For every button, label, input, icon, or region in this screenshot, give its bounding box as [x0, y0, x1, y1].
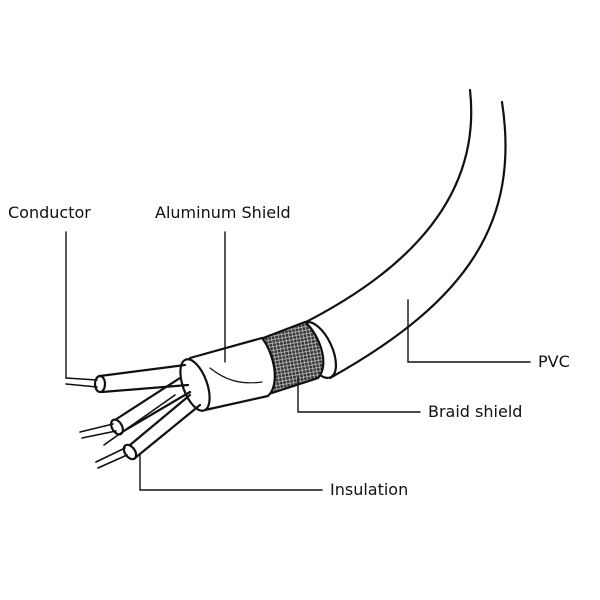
- aluminum-shield-body: [188, 336, 276, 412]
- wire-4: [117, 394, 176, 436]
- leader-braid: [297, 377, 421, 413]
- label-braid-shield: Braid shield: [428, 402, 523, 421]
- aluminum-shield-end: [179, 358, 211, 412]
- wire-2: [113, 376, 192, 434]
- label-insulation: Insulation: [330, 480, 409, 499]
- pvc-jacket-bottom: [328, 100, 507, 380]
- label-conductor: Conductor: [8, 203, 91, 222]
- leader-pvc: [407, 299, 531, 363]
- leader-insulation: [139, 454, 323, 491]
- label-pvc: PVC: [538, 352, 570, 371]
- wire-1: [98, 363, 190, 394]
- wire-3: [128, 393, 202, 460]
- pvc-jacket-top: [298, 88, 473, 327]
- label-aluminum-shield: Aluminum Shield: [155, 203, 291, 222]
